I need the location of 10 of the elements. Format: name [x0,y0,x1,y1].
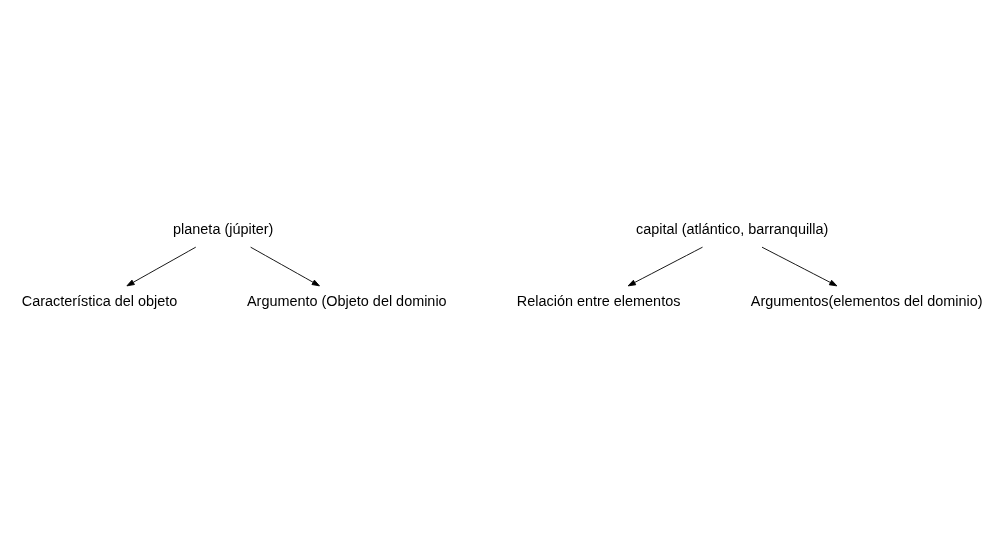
node-text: capital (atlántico, barranquilla) [635,221,829,238]
node-text: Argumento (Objeto del dominio [247,292,447,309]
node-text: Argumentos(elementos del dominio) [750,292,983,309]
arrow [126,246,197,287]
node-text: planeta (júpiter) [173,221,274,238]
arrow [250,246,320,287]
arrow [761,246,838,287]
arrow [627,246,703,287]
node-text: Característica del objeto [21,292,178,309]
node-text: Relación entre elementos [516,292,681,309]
